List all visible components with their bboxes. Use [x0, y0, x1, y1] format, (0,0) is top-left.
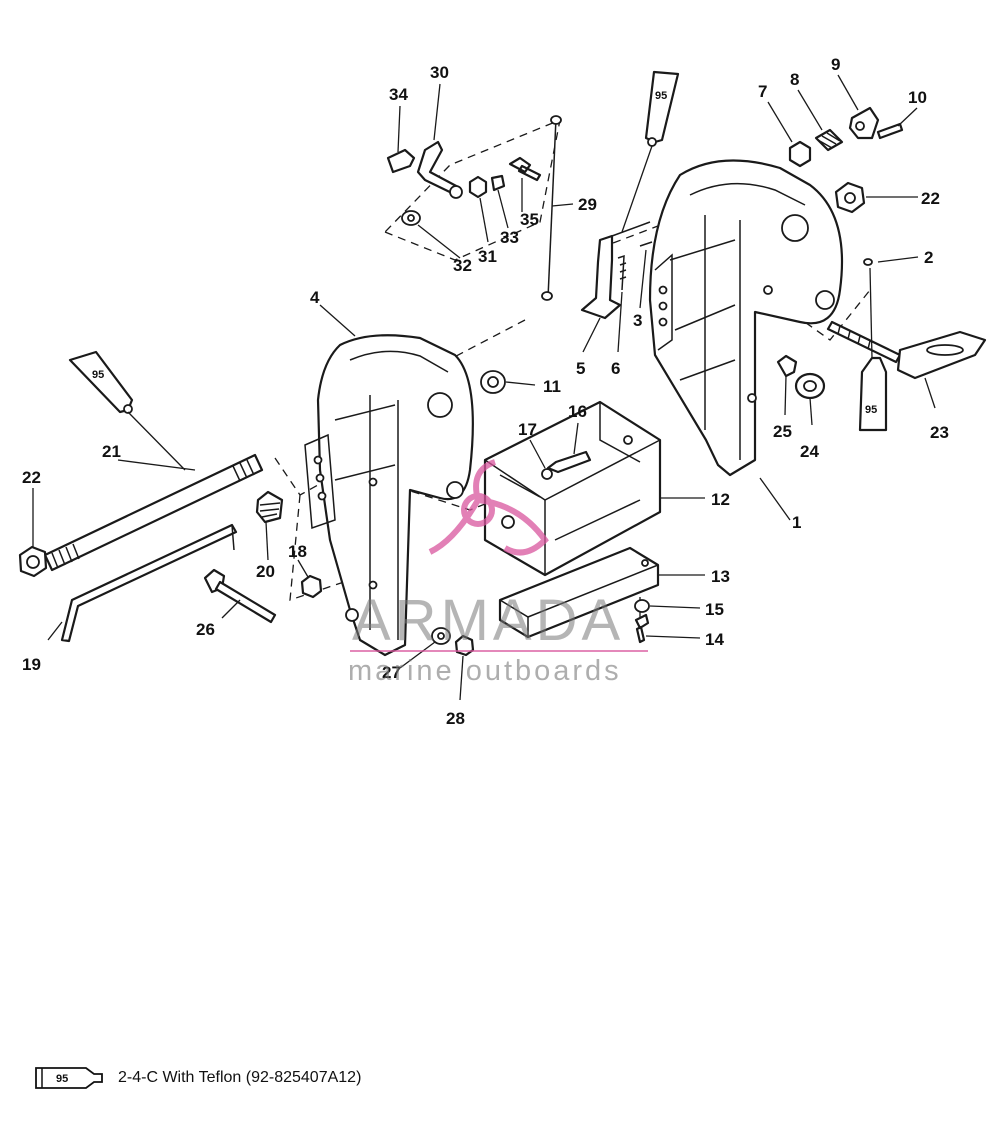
callout: 30	[430, 63, 449, 82]
callout: 35	[520, 210, 539, 229]
legend: 95 2-4-C With Teflon (92-825407A12)	[34, 1063, 361, 1093]
svg-text:95: 95	[655, 90, 667, 102]
callout: 33	[500, 228, 519, 247]
svg-text:ARMADA: ARMADA	[352, 588, 624, 653]
part-26-bolt	[203, 568, 277, 624]
callout: 27	[382, 663, 401, 682]
callout: 24	[800, 442, 819, 461]
lubricant-tube-top: 95	[644, 70, 680, 147]
callout: 13	[711, 567, 730, 586]
part-29-35-linkage	[386, 115, 562, 301]
callout: 29	[578, 195, 597, 214]
part-14-17-fasteners	[541, 450, 650, 644]
callout: 15	[705, 600, 724, 619]
callout-numbers: 1 2 3 4 5 6 7 8 9 10 11 12 13 14 15 16 1…	[22, 55, 949, 728]
part-2-3-5-6-lock-lever	[580, 221, 873, 320]
callout: 7	[758, 82, 767, 101]
svg-text:95: 95	[865, 404, 877, 416]
callout: 17	[518, 420, 537, 439]
part-7-10-detent	[788, 106, 904, 168]
part-22-nuts	[18, 181, 866, 578]
callout: 1	[792, 513, 801, 532]
propeller-logo	[428, 459, 549, 556]
callout: 11	[543, 377, 561, 396]
part-23-clamp-handle	[826, 320, 987, 380]
callout: 14	[705, 630, 724, 649]
armada-watermark: ARMADA marine outboards	[348, 459, 648, 687]
svg-text:95: 95	[92, 369, 104, 381]
callout: 9	[831, 55, 840, 74]
callout: 10	[908, 88, 927, 107]
part-19-tilt-pin	[60, 523, 238, 643]
lubricant-tube-right: 95	[858, 356, 888, 432]
part-18-nut	[300, 574, 323, 599]
leader-lines	[32, 74, 936, 701]
callout: 22	[22, 468, 41, 487]
svg-text:95: 95	[56, 1073, 68, 1085]
part-4-left-clamp-bracket	[304, 334, 474, 657]
callout: 18	[288, 542, 307, 561]
callout: 16	[568, 402, 587, 421]
callout: 22	[921, 189, 940, 208]
callout: 3	[633, 311, 642, 330]
part-20-spring	[255, 490, 284, 524]
callout: 28	[446, 709, 465, 728]
lubricant-tube-left: 95	[68, 350, 134, 414]
callout: 12	[711, 490, 730, 509]
callout: 2	[924, 248, 933, 267]
part-11-washer	[480, 370, 506, 394]
legend-text: 2-4-C With Teflon (92-825407A12)	[118, 1069, 362, 1086]
part-1-right-clamp-bracket	[648, 159, 844, 477]
callout: 25	[773, 422, 792, 441]
part-13-bar	[498, 546, 660, 639]
callout: 23	[930, 423, 949, 442]
callout: 21	[102, 442, 121, 461]
callout: 8	[790, 70, 799, 89]
callout: 34	[389, 85, 408, 104]
callout: 5	[576, 359, 585, 378]
lubricant-tube-icon: 95	[35, 1067, 103, 1089]
callout: 26	[196, 620, 215, 639]
callout: 32	[453, 256, 472, 275]
callout: 31	[478, 247, 497, 266]
part-21-tilt-tube	[43, 453, 264, 572]
callout: 6	[611, 359, 620, 378]
svg-text:marine outboards: marine outboards	[348, 655, 622, 687]
part-24-25-pad-bolt	[776, 354, 826, 400]
callout: 19	[22, 655, 41, 674]
part-12-swivel-block	[483, 400, 662, 577]
callout: 20	[256, 562, 275, 581]
callout: 4	[310, 288, 320, 307]
